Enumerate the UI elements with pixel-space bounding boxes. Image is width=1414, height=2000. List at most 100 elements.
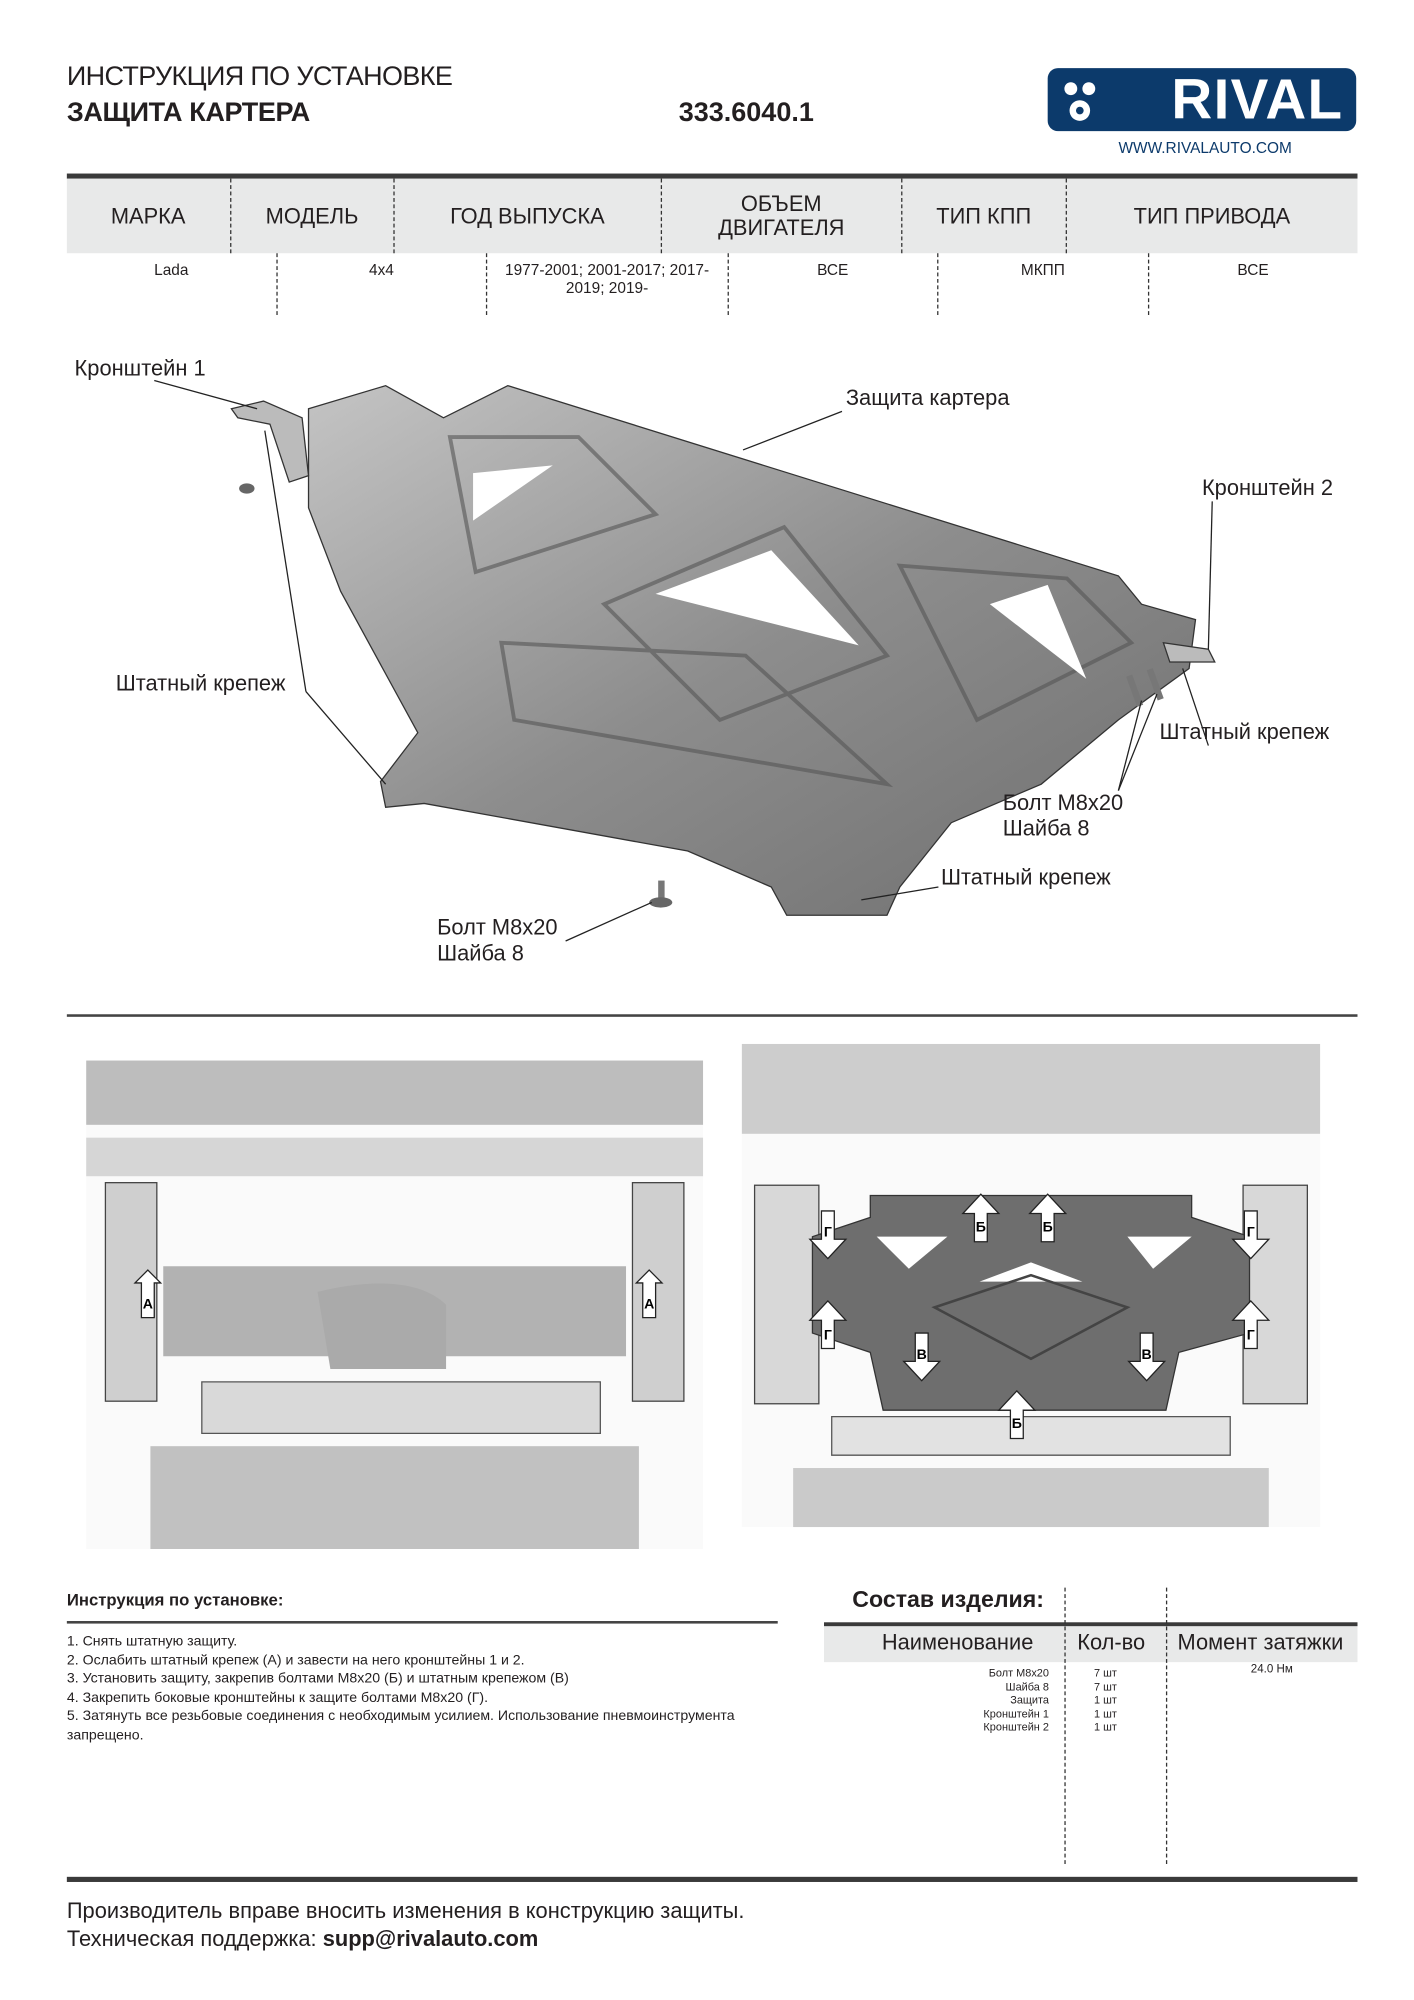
item-name: Кронштейн 1 bbox=[983, 1706, 1049, 1720]
marker-arrow-a: А bbox=[634, 1269, 664, 1319]
marker-label: Б bbox=[1012, 1415, 1022, 1431]
marker-arrow-g-up: Г bbox=[1231, 1299, 1271, 1350]
marker-label: Г bbox=[824, 1224, 832, 1240]
item-name: Шайба 8 bbox=[1005, 1679, 1049, 1693]
instructions-title: Инструкция по установке: bbox=[66, 1590, 284, 1610]
marker-arrow-b-up: Б bbox=[997, 1389, 1037, 1440]
label-washer: Шайба 8 bbox=[437, 940, 524, 966]
label-bracket-2: Кронштейн 2 bbox=[1201, 475, 1334, 501]
marker-label: Г bbox=[824, 1326, 832, 1342]
label-std-fastener: Штатный крепеж bbox=[940, 865, 1111, 890]
marker-arrow-b-up: Б bbox=[961, 1193, 1001, 1243]
exploded-diagram bbox=[154, 379, 1216, 942]
support-email[interactable]: supp@rivalauto.com bbox=[322, 1926, 539, 1952]
label-bolt: Болт M8x20 bbox=[1002, 790, 1124, 816]
bolt-icon bbox=[1126, 668, 1164, 707]
composition-header-bg bbox=[824, 1622, 1358, 1663]
product-title: ЗАЩИТА КАРТЕРА bbox=[66, 97, 310, 128]
bracket-1 bbox=[230, 400, 310, 483]
marker-label: А bbox=[143, 1296, 153, 1312]
rival-logo: RIVAL bbox=[1047, 68, 1357, 132]
composition-title: Состав изделия: bbox=[852, 1586, 1044, 1613]
spec-header-row: МАРКА МОДЕЛЬ ГОД ВЫПУСКА ОБЪЕМ ДВИГАТЕЛЯ… bbox=[66, 178, 1358, 254]
item-qty: 7 шт bbox=[1093, 1666, 1117, 1679]
spec-value: Lada bbox=[154, 260, 189, 279]
instruction-step: 5. Затянуть все резьбовые соединения с н… bbox=[66, 1708, 735, 1743]
marker-label: В bbox=[917, 1346, 927, 1362]
bolt-icon bbox=[239, 483, 255, 494]
item-qty: 1 шт bbox=[1093, 1693, 1117, 1706]
column-divider bbox=[1064, 1587, 1066, 1864]
marker-label: Г bbox=[1247, 1326, 1255, 1342]
section-divider bbox=[66, 1014, 1358, 1017]
col-header-torque: Момент затяжки bbox=[1177, 1630, 1344, 1655]
marker-arrow-g-up: Г bbox=[808, 1299, 848, 1350]
marker-arrow-v-down: В bbox=[902, 1332, 942, 1382]
marker-label: Б bbox=[976, 1219, 986, 1235]
spec-table: МАРКА МОДЕЛЬ ГОД ВЫПУСКА ОБЪЕМ ДВИГАТЕЛЯ… bbox=[66, 173, 1358, 315]
instruction-step: 1. Снять штатную защиту. bbox=[66, 1633, 238, 1650]
instruction-step: 4. Закрепить боковые кронштейны к защите… bbox=[66, 1689, 489, 1706]
label-washer: Шайба 8 bbox=[1002, 816, 1090, 841]
logo-mark-icon bbox=[1064, 82, 1096, 121]
marker-label: В bbox=[1142, 1346, 1152, 1362]
item-qty: 1 шт bbox=[1093, 1706, 1117, 1720]
label-bracket-1: Кронштейн 1 bbox=[74, 356, 206, 381]
spec-header: МАРКА bbox=[110, 203, 186, 229]
document-type: ИНСТРУКЦИЯ ПО УСТАНОВКЕ bbox=[66, 61, 453, 92]
cutout bbox=[473, 465, 553, 521]
logo-text: RIVAL bbox=[1171, 68, 1344, 132]
spec-value: МКПП bbox=[937, 253, 1147, 315]
item-name: Болт M8x20 bbox=[988, 1666, 1049, 1679]
item-qty: 1 шт bbox=[1093, 1719, 1117, 1733]
column-divider bbox=[1165, 1587, 1168, 1864]
spec-header: ТИП ПРИВОДА bbox=[1065, 178, 1357, 254]
label-bolt: Болт M8x20 bbox=[437, 915, 558, 940]
marker-arrow-v-down: В bbox=[1127, 1332, 1167, 1382]
spec-header: МОДЕЛЬ bbox=[229, 178, 393, 254]
support-line: Техническая поддержка: supp@rivalauto.co… bbox=[67, 1927, 538, 1953]
skid-plate-shape bbox=[307, 384, 1197, 916]
instructions-divider bbox=[66, 1621, 778, 1624]
marker-label: А bbox=[644, 1296, 654, 1312]
item-qty: 7 шт bbox=[1093, 1679, 1117, 1693]
col-header-name: Наименование bbox=[881, 1630, 1034, 1655]
item-name: Кронштейн 2 bbox=[983, 1719, 1049, 1733]
bracket-2 bbox=[1162, 641, 1216, 663]
marker-arrow-b-up: Б bbox=[1028, 1193, 1068, 1243]
spec-header: ГОД ВЫПУСКА bbox=[393, 178, 660, 254]
marker-arrow-a: А bbox=[133, 1269, 163, 1319]
torque-value: 24.0 Нм bbox=[1250, 1662, 1293, 1676]
spec-value: 4x4 bbox=[275, 253, 486, 315]
cutout bbox=[655, 550, 859, 646]
footer-divider bbox=[66, 1876, 1358, 1882]
composition-qtys: 7 шт 7 шт 1 шт 1 шт 1 шт bbox=[1094, 1666, 1117, 1733]
spec-value: 1977-2001; 2001-2017; 2017-2019; 2019- bbox=[485, 253, 727, 315]
bolt-icon bbox=[649, 880, 673, 908]
col-header-qty: Кол-во bbox=[1077, 1630, 1146, 1655]
marker-arrow-g-down: Г bbox=[1231, 1210, 1271, 1260]
change-notice: Производитель вправе вносить изменения в… bbox=[66, 1898, 745, 1924]
instructions-list: 1. Снять штатную защиту. 2. Ослабить шта… bbox=[67, 1633, 761, 1745]
photo-before-install: А А bbox=[86, 1060, 704, 1550]
spec-header: ТИП КПП bbox=[901, 178, 1065, 254]
article-number: 333.6040.1 bbox=[678, 97, 814, 128]
label-skid-plate: Защита картера bbox=[845, 385, 1010, 411]
marker-label: Г bbox=[1247, 1224, 1255, 1240]
item-name: Защита bbox=[1010, 1693, 1049, 1706]
label-std-fastener: Штатный крепеж bbox=[115, 671, 286, 696]
instruction-step: 3. Установить защиту, закрепив болтами M… bbox=[66, 1671, 569, 1687]
photo-after-install: Г Г Б Б Г Г В В Б bbox=[741, 1043, 1321, 1528]
marker-label: Б bbox=[1043, 1219, 1053, 1235]
spec-value-row: Lada 4x4 1977-2001; 2001-2017; 2017-2019… bbox=[67, 253, 1358, 315]
support-label: Техническая поддержка: bbox=[66, 1926, 323, 1952]
marker-arrow-g-down: Г bbox=[808, 1210, 848, 1260]
label-std-fastener: Штатный крепеж bbox=[1159, 719, 1330, 745]
leader-lines bbox=[154, 379, 1213, 942]
spec-value: ВСЕ bbox=[1147, 253, 1357, 315]
cutout bbox=[989, 584, 1087, 679]
composition-names: Болт M8x20 Шайба 8 Защита Кронштейн 1 Кр… bbox=[900, 1666, 1049, 1733]
website-link[interactable]: WWW.RIVALAUTO.COM bbox=[1118, 138, 1292, 157]
spec-value: ВСЕ bbox=[726, 253, 937, 315]
